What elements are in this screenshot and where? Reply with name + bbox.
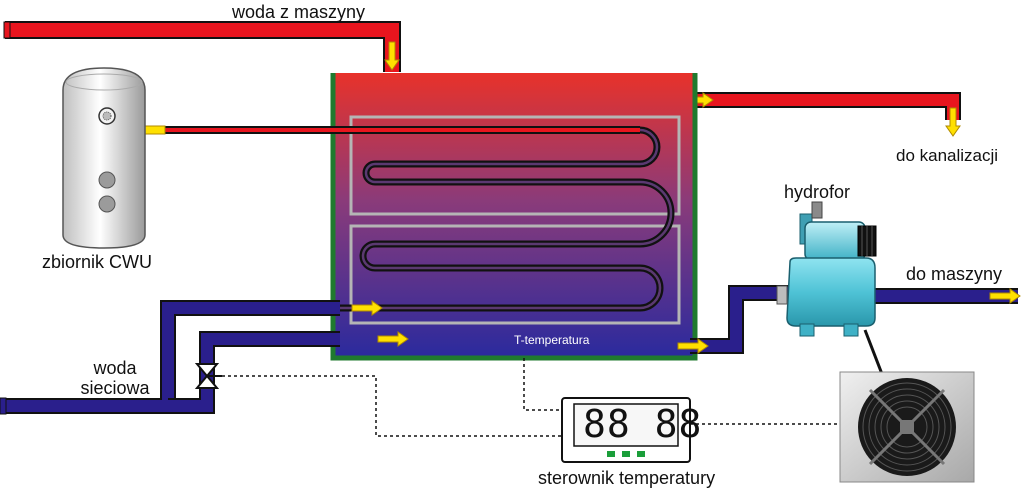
coil-frame-lower bbox=[349, 224, 681, 325]
valve-icon[interactable] bbox=[194, 363, 222, 389]
status-led-1 bbox=[607, 451, 615, 457]
machine-water-in-label: woda z maszyny bbox=[232, 2, 366, 22]
sewer-outlet-pipe bbox=[690, 92, 961, 120]
radiator-fan-icon[interactable] bbox=[839, 371, 975, 483]
to-sewer-label: do kanalizacji bbox=[896, 146, 999, 165]
boiler-tank-icon bbox=[62, 67, 146, 249]
coil-frame-upper bbox=[349, 115, 681, 216]
temperature-controller[interactable] bbox=[561, 397, 691, 463]
hot-water-tank-label: zbiornik CWU bbox=[42, 252, 153, 272]
status-led-3 bbox=[637, 451, 645, 457]
controller-label: sterownik temperatury bbox=[538, 468, 716, 488]
controller-display: 88 88 bbox=[583, 402, 703, 446]
mains-water-label-line1: woda bbox=[93, 358, 137, 378]
mains-water-label-line2: sieciowa bbox=[80, 378, 150, 398]
control-wiring bbox=[222, 358, 840, 437]
mains-water-pipe bbox=[0, 300, 340, 415]
pump-label: hydrofor bbox=[784, 182, 851, 202]
hot-inlet-pipe bbox=[3, 21, 401, 72]
status-led-2 bbox=[622, 451, 630, 457]
pump-feed-pipe bbox=[690, 285, 790, 354]
to-machine-label: do maszyny bbox=[906, 264, 1003, 284]
pump-icon[interactable] bbox=[776, 201, 877, 337]
temp-sensor-label: T-temperatura bbox=[514, 333, 590, 347]
